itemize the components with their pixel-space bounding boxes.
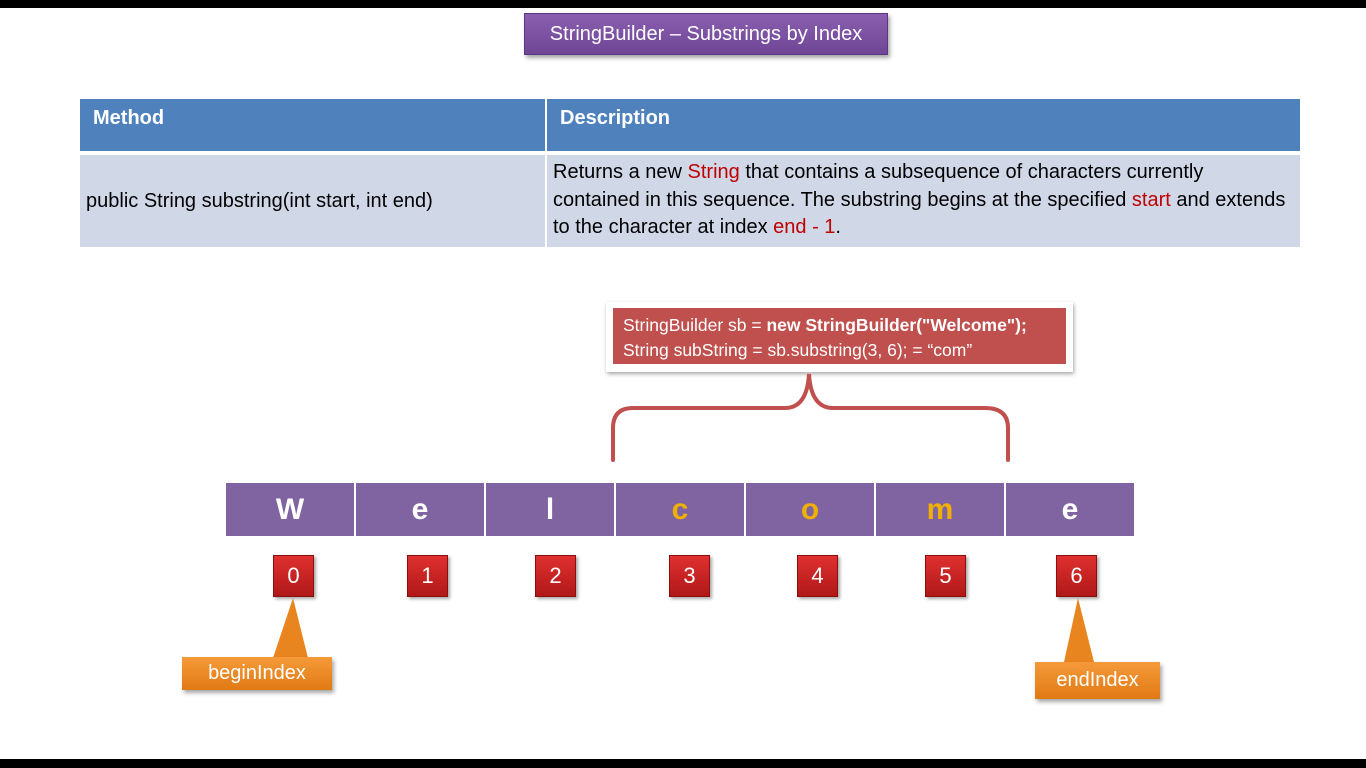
desc-text-1: Returns a new — [553, 161, 688, 183]
index-box: 6 — [1056, 555, 1097, 597]
substring-brace — [611, 373, 1010, 462]
table-header-row: Method Description — [80, 99, 1300, 155]
letter-cell: m — [876, 483, 1004, 536]
letter-cell: W — [226, 483, 354, 536]
desc-highlight-end: end - 1 — [773, 216, 836, 238]
method-table: Method Description public String substri… — [80, 99, 1300, 247]
method-description: Returns a new String that contains a sub… — [547, 155, 1300, 247]
end-index-callout-pointer — [1064, 598, 1094, 662]
index-box: 0 — [273, 555, 314, 597]
letter-cell: l — [486, 483, 614, 536]
letter-cell: c — [616, 483, 744, 536]
index-box: 3 — [669, 555, 710, 597]
index-box: 5 — [925, 555, 966, 597]
letter-cell: o — [746, 483, 874, 536]
bottom-bar — [0, 759, 1366, 768]
index-box: 2 — [535, 555, 576, 597]
index-box: 1 — [407, 555, 448, 597]
index-box: 4 — [797, 555, 838, 597]
desc-text-3: and extends to the character at index — [553, 188, 1286, 239]
begin-index-callout: beginIndex — [182, 657, 332, 690]
desc-highlight-start: start — [1131, 188, 1171, 211]
code-sample-box: StringBuilder sb = new StringBuilder("We… — [606, 302, 1073, 372]
code-line-1: StringBuilder sb = new StringBuilder("We… — [623, 313, 1056, 338]
slide-title: StringBuilder – Substrings by Index — [524, 13, 888, 55]
header-description: Description — [547, 99, 1300, 151]
end-index-callout: endIndex — [1035, 662, 1160, 699]
desc-text-2: that contains a subsequence of character… — [553, 161, 1204, 211]
top-bar — [0, 0, 1366, 8]
begin-index-callout-pointer — [273, 598, 308, 658]
header-method: Method — [80, 99, 545, 151]
letter-cell: e — [1006, 483, 1134, 536]
desc-highlight-string: String — [687, 161, 740, 183]
method-signature: public String substring(int start, int e… — [80, 155, 545, 247]
table-row: public String substring(int start, int e… — [80, 155, 1300, 247]
code-line-2: String subString = sb.substring(3, 6); =… — [623, 340, 973, 360]
letter-cell: e — [356, 483, 484, 536]
desc-text-4: . — [835, 216, 841, 238]
code-line-1-bold: new StringBuilder("Welcome"); — [766, 315, 1027, 335]
code-sample: StringBuilder sb = new StringBuilder("We… — [613, 308, 1066, 364]
code-line-1-plain: StringBuilder sb = — [623, 315, 767, 335]
